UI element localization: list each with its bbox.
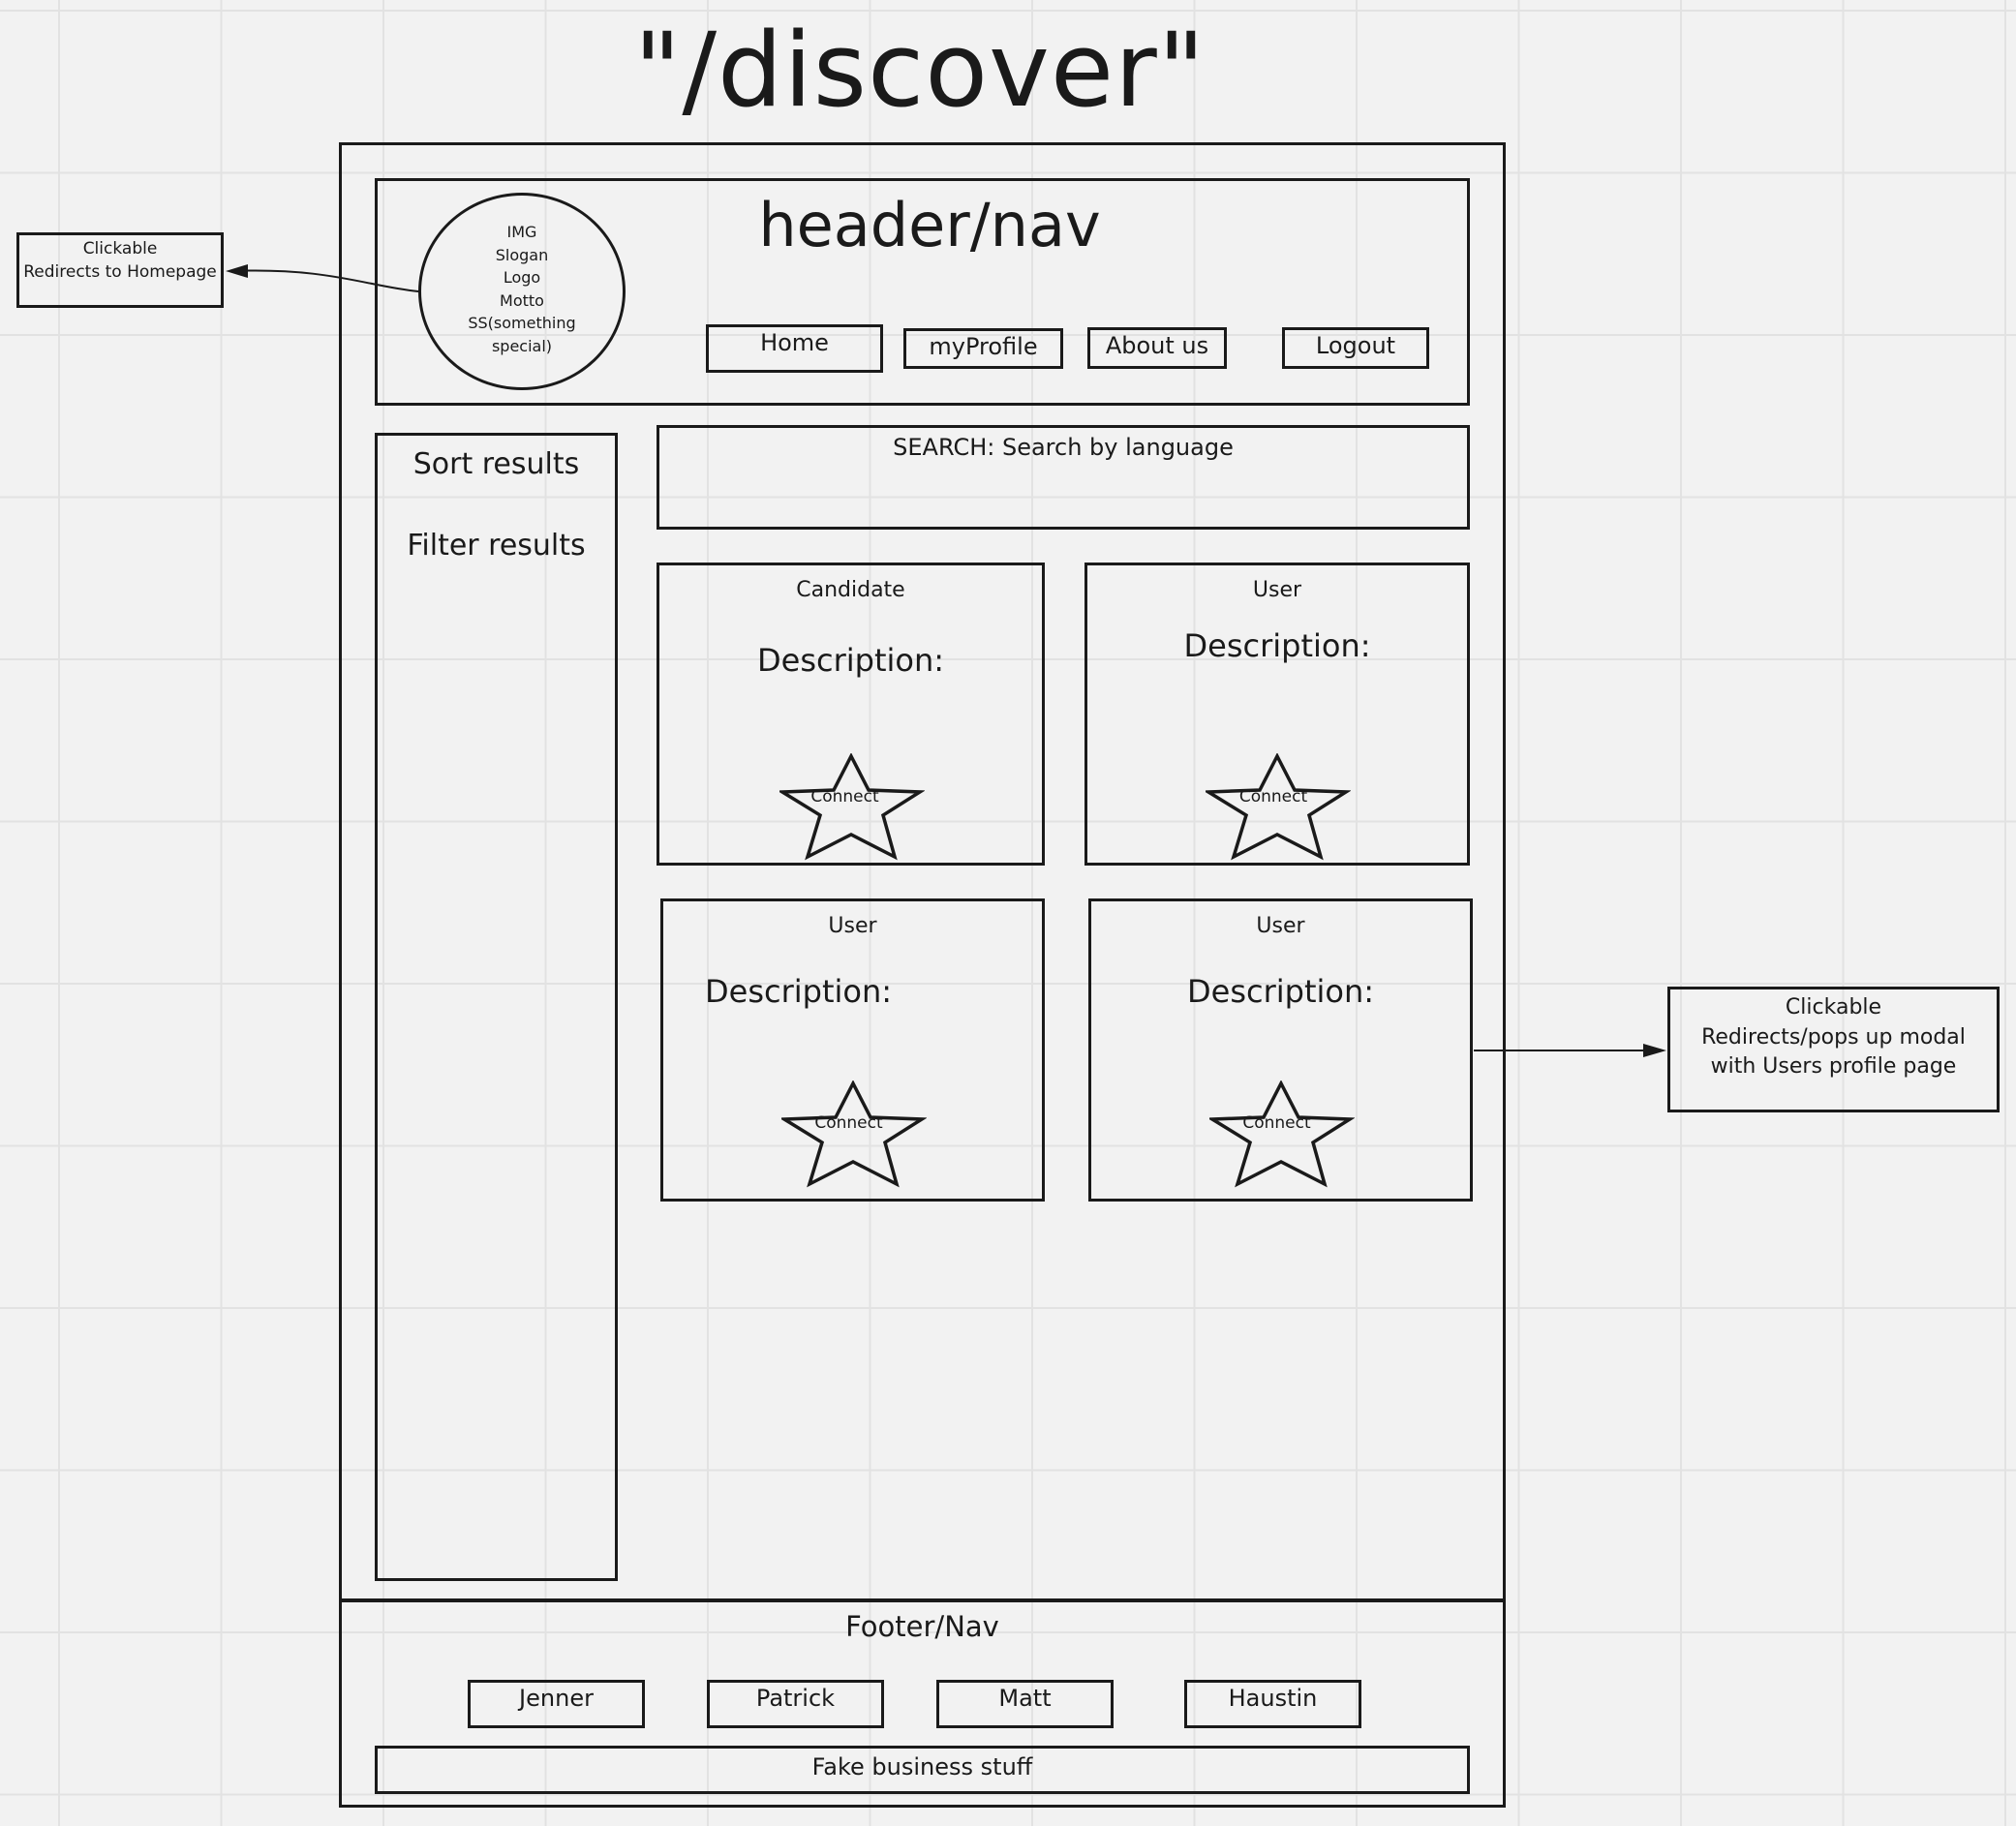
footer-divider bbox=[339, 1598, 1506, 1602]
logo-line-special-2: special) bbox=[491, 336, 553, 355]
connect-label: Connect bbox=[810, 787, 879, 806]
card-type-label: User bbox=[828, 914, 877, 938]
header-title: header/nav bbox=[758, 190, 1101, 260]
connect-star-icon[interactable] bbox=[1206, 753, 1351, 862]
profile-card-candidate[interactable]: Candidate Description: Connect bbox=[657, 563, 1045, 866]
sidebar-panel: Sort results Filter results bbox=[375, 433, 618, 1581]
nav-myprofile-button[interactable]: myProfile bbox=[903, 328, 1063, 369]
nav-logout-button[interactable]: Logout bbox=[1282, 327, 1429, 369]
connect-label: Connect bbox=[1238, 787, 1308, 806]
card-note-line-2: Redirects/pops up modal bbox=[1701, 1024, 1966, 1050]
logo-annotation-arrowhead bbox=[226, 264, 248, 278]
card-description: Description: bbox=[1183, 627, 1371, 664]
search-label: SEARCH: Search by language bbox=[893, 434, 1234, 461]
card-note-line-3: with Users profile page bbox=[1710, 1054, 1957, 1079]
search-bar[interactable]: SEARCH: Search by language bbox=[657, 425, 1470, 530]
connect-star-icon[interactable] bbox=[781, 1080, 927, 1189]
connect-label: Connect bbox=[1242, 1113, 1311, 1133]
logo-line-special: SS(something bbox=[468, 314, 576, 332]
logo-note-line-1: Clickable bbox=[82, 239, 158, 259]
footer-link-matt[interactable]: Matt bbox=[936, 1680, 1114, 1728]
logo-circle[interactable]: IMG Slogan Logo Motto SS(something speci… bbox=[418, 193, 626, 390]
header-nav bbox=[375, 178, 1470, 406]
logo-line-img: IMG bbox=[506, 223, 537, 241]
logo-note-line-2: Redirects to Homepage bbox=[23, 261, 217, 282]
card-type-label: User bbox=[1256, 914, 1305, 938]
connect-star-icon[interactable] bbox=[1209, 1080, 1355, 1189]
card-annotation-arrowhead bbox=[1643, 1044, 1666, 1057]
card-type-label: User bbox=[1252, 578, 1302, 602]
filter-results-label[interactable]: Filter results bbox=[407, 529, 586, 563]
sort-results-label[interactable]: Sort results bbox=[412, 447, 580, 481]
logo-line-logo: Logo bbox=[503, 268, 541, 287]
footer-link-patrick[interactable]: Patrick bbox=[707, 1680, 884, 1728]
card-description: Description: bbox=[704, 973, 893, 1010]
profile-card-user-3[interactable]: User Description: Connect bbox=[1088, 898, 1473, 1202]
logo-annotation-arrow bbox=[229, 269, 419, 292]
nav-home-button[interactable]: Home bbox=[706, 324, 883, 373]
card-annotation-box: Clickable Redirects/pops up modal with U… bbox=[1667, 987, 2000, 1112]
footer-link-jenner[interactable]: Jenner bbox=[468, 1680, 645, 1728]
logo-line-slogan: Slogan bbox=[495, 245, 549, 264]
card-description: Description: bbox=[1186, 973, 1375, 1010]
card-description: Description: bbox=[756, 642, 945, 679]
nav-about-button[interactable]: About us bbox=[1087, 327, 1227, 369]
profile-card-user-1[interactable]: User Description: Connect bbox=[1084, 563, 1470, 866]
footer-business-text: Fake business stuff bbox=[811, 1753, 1033, 1780]
footer-business-bar: Fake business stuff bbox=[375, 1746, 1470, 1794]
page-title: "/discover" bbox=[633, 11, 1207, 130]
card-note-line-1: Clickable bbox=[1785, 995, 1882, 1020]
logo-line-motto: Motto bbox=[500, 290, 544, 310]
card-type-label: Candidate bbox=[796, 578, 905, 602]
logo-annotation-box: Clickable Redirects to Homepage bbox=[16, 232, 224, 308]
page-frame bbox=[339, 142, 1506, 1808]
footer-title: Footer/Nav bbox=[845, 1610, 999, 1643]
footer-link-haustin[interactable]: Haustin bbox=[1184, 1680, 1361, 1728]
connect-star-icon[interactable] bbox=[779, 753, 925, 862]
connect-label: Connect bbox=[814, 1113, 883, 1133]
profile-card-user-2[interactable]: User Description: Connect bbox=[660, 898, 1045, 1202]
